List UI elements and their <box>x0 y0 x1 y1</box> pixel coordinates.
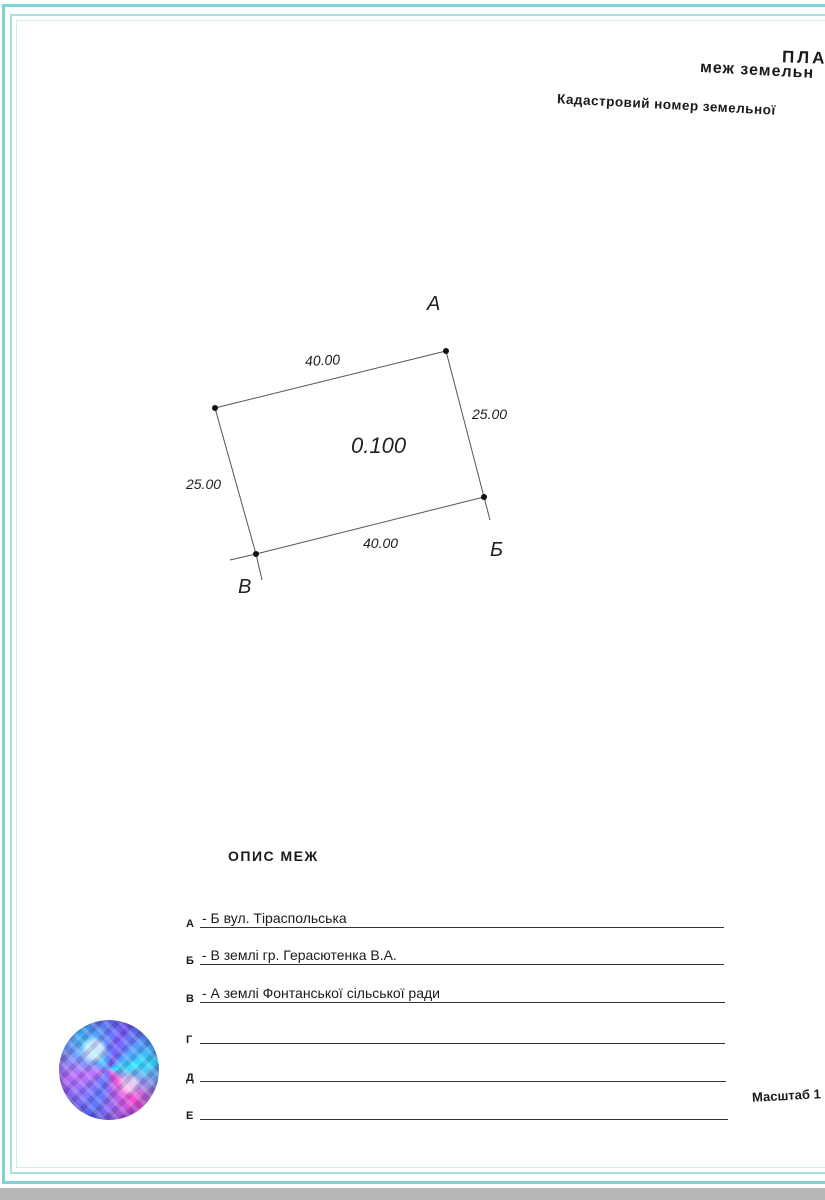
boundary-side-bottom <box>255 496 485 555</box>
decorative-frame-inner-line <box>16 20 825 1168</box>
decorative-frame-inner <box>10 14 825 1174</box>
boundary-extension-b <box>483 496 491 521</box>
boundary-row-letter: Б <box>186 955 194 967</box>
side-length-left: 25.00 <box>185 476 221 492</box>
boundary-row-line <box>200 1081 726 1082</box>
boundary-row-line <box>200 1043 725 1044</box>
boundary-row-letter: Д <box>186 1072 194 1084</box>
boundary-extension-v-down <box>255 553 263 581</box>
boundary-row-letter: Е <box>186 1110 194 1122</box>
boundary-row-letter: В <box>186 993 194 1005</box>
land-plot-plan: А Б В 40.00 25.00 40.00 25.00 0.100 <box>185 293 507 598</box>
vertex-point-corner <box>212 405 218 411</box>
plot-boundary <box>214 350 491 581</box>
side-length-right: 25.00 <box>471 406 507 422</box>
plot-area-value: 0.100 <box>351 433 407 458</box>
vertex-label-a: А <box>426 293 440 315</box>
boundary-side-top <box>214 350 447 409</box>
boundary-row-d: Д <box>186 1062 726 1084</box>
boundary-extension-v-left <box>229 553 257 561</box>
boundary-row-g: Г <box>186 1024 725 1046</box>
boundary-row-text: - Б вул. Тіраспольська <box>202 910 347 926</box>
boundary-row-a: А - Б вул. Тіраспольська <box>186 908 724 930</box>
vertex-label-v: В <box>238 576 251 598</box>
boundary-row-line <box>200 964 724 965</box>
side-length-top: 40.00 <box>305 351 341 369</box>
vertex-point-v <box>253 551 259 557</box>
vertex-label-b: Б <box>490 539 503 561</box>
side-length-bottom: 40.00 <box>363 535 398 551</box>
boundary-row-text: - А землі Фонтанської сільської ради <box>202 985 440 1001</box>
boundary-side-right <box>445 350 485 498</box>
boundary-row-line <box>200 1119 728 1120</box>
scan-bottom-edge <box>0 1188 825 1200</box>
vertex-point-b <box>481 494 487 500</box>
boundary-side-left <box>214 407 257 555</box>
boundary-row-b: Б - В землі гр. Герасютенка В.А. <box>186 945 724 967</box>
boundary-row-e: Е <box>186 1100 728 1122</box>
decorative-frame-outer <box>2 4 825 1184</box>
boundary-row-v: В - А землі Фонтанської сільської ради <box>186 983 725 1005</box>
boundary-row-letter: А <box>186 918 194 930</box>
boundary-row-text: - В землі гр. Герасютенка В.А. <box>202 947 397 963</box>
boundary-description-title: ОПИС МЕЖ <box>228 848 319 864</box>
hologram-seal-icon <box>59 1020 159 1120</box>
boundary-row-letter: Г <box>186 1034 193 1046</box>
vertex-point-a <box>443 348 449 354</box>
boundary-row-line <box>200 1002 725 1003</box>
boundary-row-line <box>200 927 724 928</box>
